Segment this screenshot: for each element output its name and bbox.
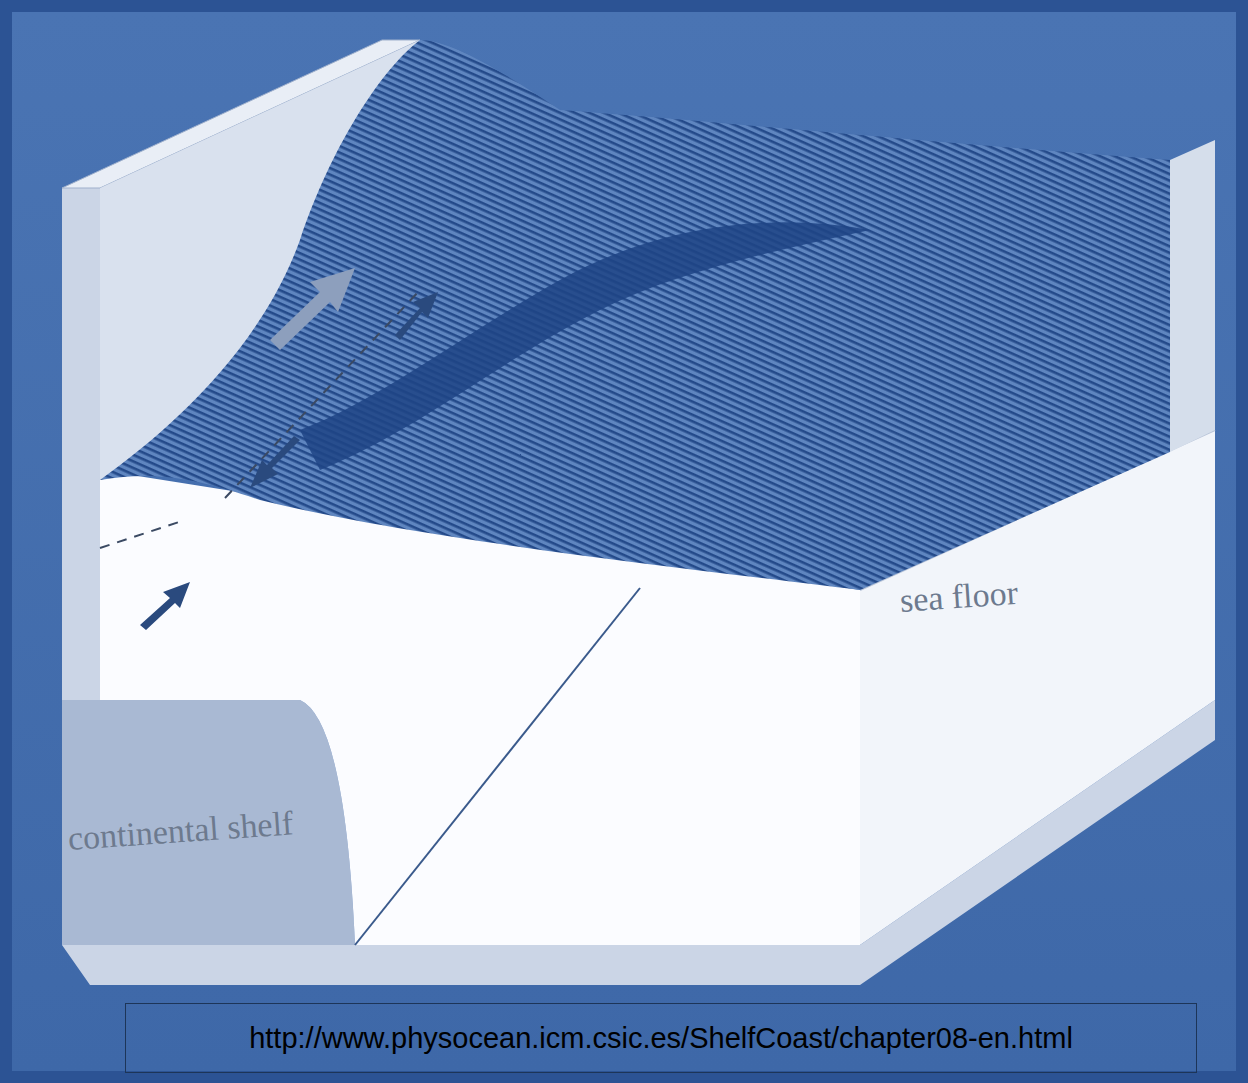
source-box: http://www.physocean.icm.csic.es/ShelfCo… bbox=[125, 1003, 1197, 1073]
dashed-line bbox=[100, 520, 185, 548]
dashed-line bbox=[225, 290, 420, 498]
small-arrow bbox=[250, 436, 300, 488]
source-url: http://www.physocean.icm.csic.es/ShelfCo… bbox=[249, 1022, 1073, 1055]
large-arrow bbox=[270, 268, 355, 350]
wave-shadow bbox=[300, 222, 870, 470]
small-arrow bbox=[140, 582, 190, 630]
shelf-break-line bbox=[355, 588, 640, 945]
small-arrow bbox=[395, 292, 438, 340]
right-wall bbox=[1170, 140, 1215, 452]
continental-shelf-section bbox=[62, 700, 355, 945]
water-surface bbox=[100, 40, 1170, 590]
background bbox=[12, 12, 1236, 1071]
